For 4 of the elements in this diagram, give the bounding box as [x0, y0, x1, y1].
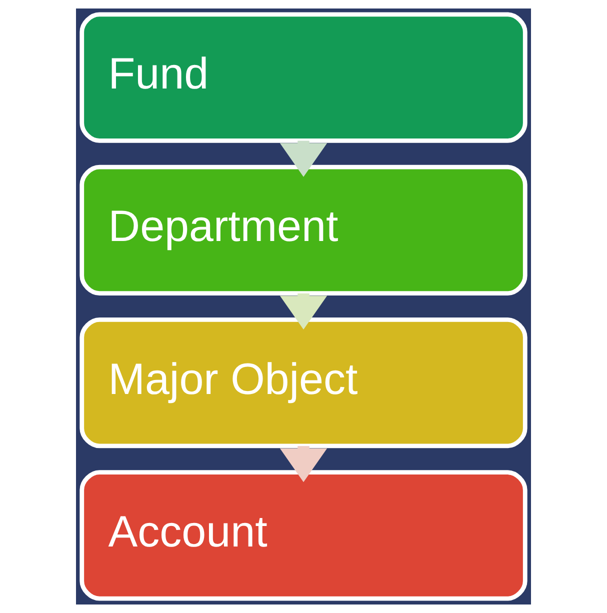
node-box: Fund [80, 12, 528, 143]
node-box: Account [80, 470, 528, 601]
node-box: Major Object [80, 318, 528, 448]
node-box: Department [80, 164, 528, 296]
